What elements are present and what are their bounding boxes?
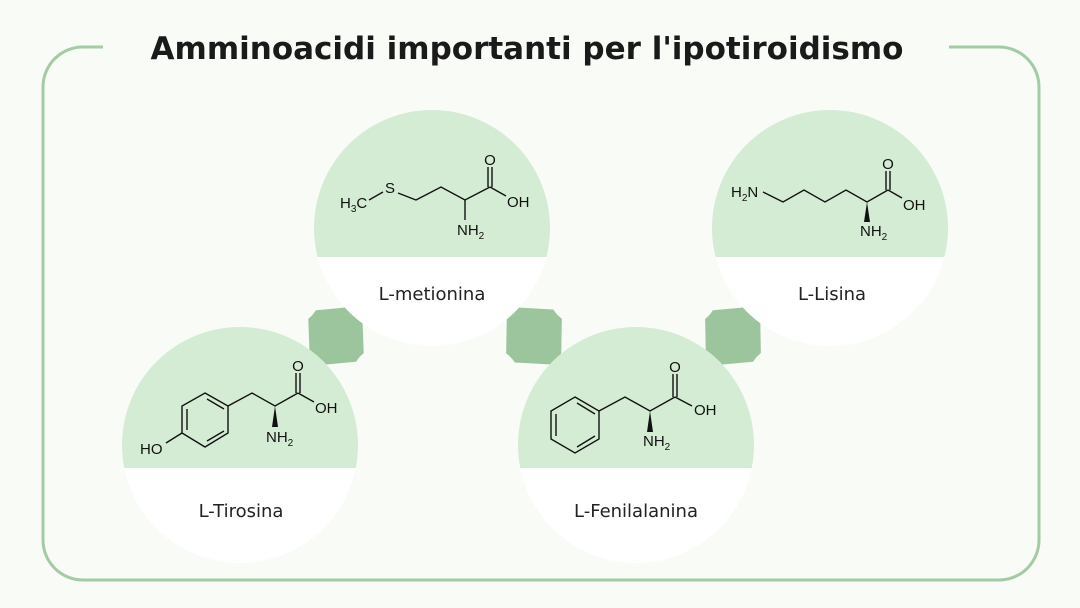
page-title: Amminoacidi importanti per l'ipotiroidis… [151,31,904,67]
svg-text:NH2: NH2 [643,433,671,453]
svg-text:OH: OH [903,197,926,214]
connector-2 [459,264,609,408]
amino-acid-label: L-Tirosina [199,501,284,522]
svg-text:H3C: H3C [340,195,367,215]
lysine-structure: H2N O OH NH2 [731,156,926,243]
amino-acid-label: L-Fenilalanina [574,501,698,522]
svg-text:OH: OH [315,400,338,417]
svg-text:O: O [882,156,894,173]
connector-3 [657,265,809,407]
svg-text:S: S [385,180,395,197]
methionine-structure: H3C S O OH NH2 [340,152,530,242]
svg-text:OH: OH [507,194,530,211]
svg-text:O: O [669,359,681,376]
svg-text:HO: HO [140,441,163,458]
phenylalanine-structure: O OH NH2 [550,359,717,454]
svg-text:O: O [484,152,496,169]
amino-acid-label: L-metionina [379,284,486,305]
connector-1 [260,265,412,407]
bubble-fenilalanina: L-Fenilalanina [518,327,754,563]
amino-acid-label: L-Lisina [798,284,866,305]
tyrosine-structure: O OH HO NH2 [140,358,338,458]
svg-text:H2N: H2N [731,184,758,204]
svg-text:NH2: NH2 [266,429,294,449]
svg-text:OH: OH [694,402,717,419]
svg-text:NH2: NH2 [860,223,888,243]
svg-text:O: O [292,358,304,375]
svg-text:NH2: NH2 [457,222,485,242]
title-background [103,25,949,71]
